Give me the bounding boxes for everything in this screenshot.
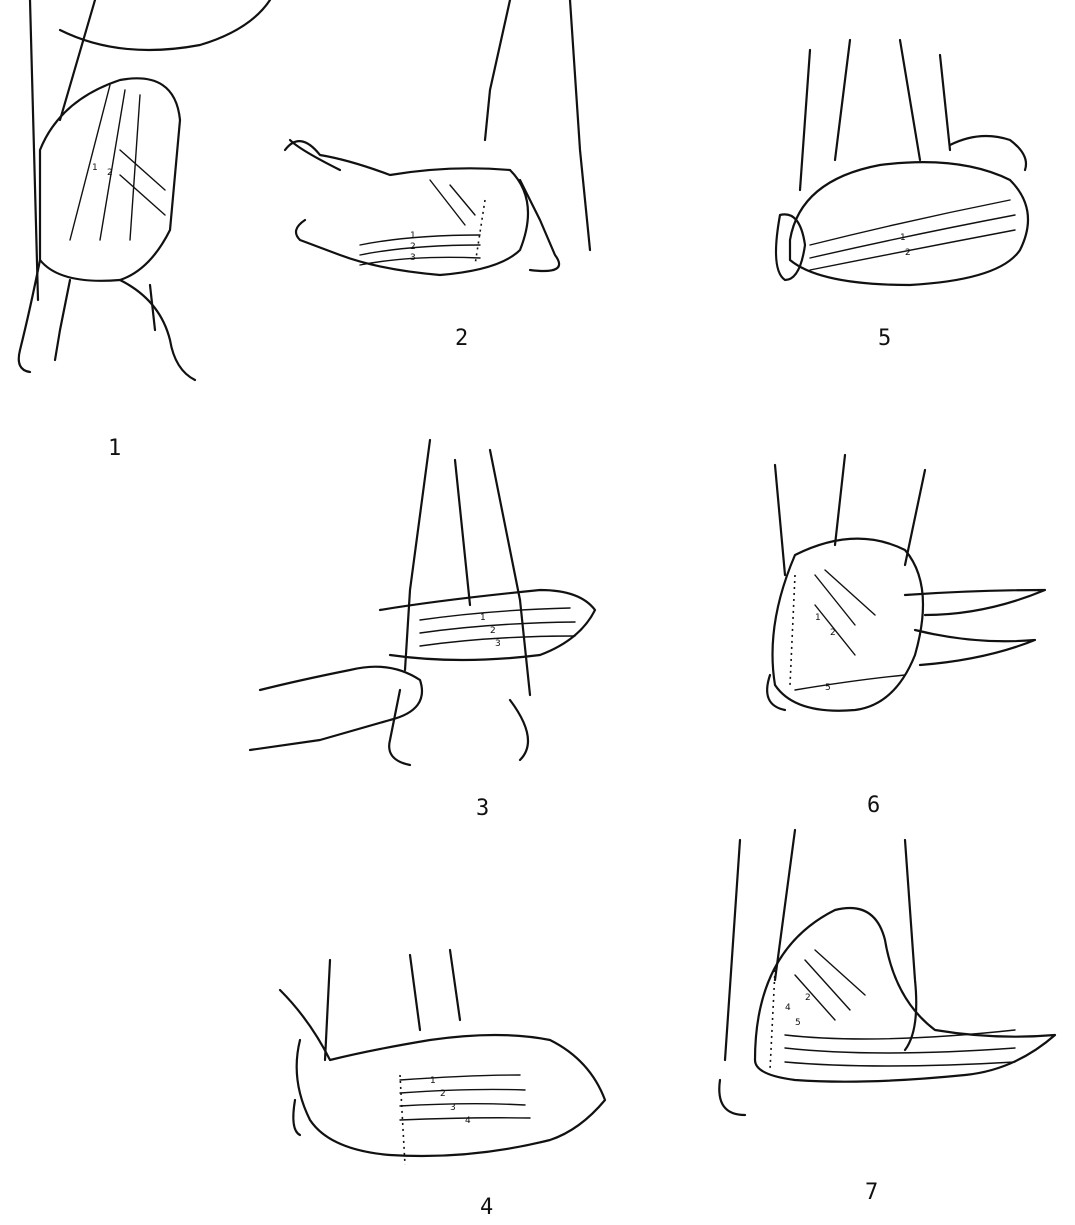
step-label-5: 5 — [878, 326, 891, 351]
rolled-carcass-drawing: 12 — [760, 30, 1050, 320]
svg-text:2: 2 — [905, 248, 911, 258]
step-label-2: 2 — [455, 326, 468, 351]
svg-text:3: 3 — [410, 253, 416, 263]
straddled-carcass-drawing: 12 3 — [240, 440, 610, 770]
svg-text:1: 1 — [410, 231, 416, 241]
svg-text:3: 3 — [450, 1103, 456, 1113]
svg-text:2: 2 — [805, 993, 811, 1003]
folded-carcass-drawing: 12 5 — [755, 455, 1065, 725]
svg-text:1: 1 — [815, 613, 821, 623]
svg-text:1: 1 — [92, 163, 98, 173]
svg-text:5: 5 — [795, 1018, 801, 1028]
svg-text:2: 2 — [410, 242, 416, 252]
svg-text:2: 2 — [440, 1089, 446, 1099]
step-label-7: 7 — [865, 1180, 878, 1205]
final-roll-drawing: 45 2 — [715, 830, 1065, 1150]
svg-text:1: 1 — [480, 613, 486, 623]
svg-text:1: 1 — [430, 1076, 436, 1086]
step-label-4: 4 — [480, 1195, 493, 1220]
svg-text:5: 5 — [825, 683, 831, 693]
step-label-6: 6 — [867, 793, 880, 818]
svg-text:2: 2 — [830, 628, 836, 638]
svg-text:4: 4 — [465, 1116, 471, 1126]
step-label-1: 1 — [108, 436, 121, 461]
svg-text:2: 2 — [107, 168, 113, 178]
svg-text:1: 1 — [900, 233, 906, 243]
step-label-3: 3 — [476, 796, 489, 821]
carcass-on-floor-drawing: 123 — [280, 0, 610, 300]
svg-text:4: 4 — [785, 1003, 791, 1013]
svg-text:2: 2 — [490, 626, 496, 636]
svg-text:3: 3 — [495, 639, 501, 649]
